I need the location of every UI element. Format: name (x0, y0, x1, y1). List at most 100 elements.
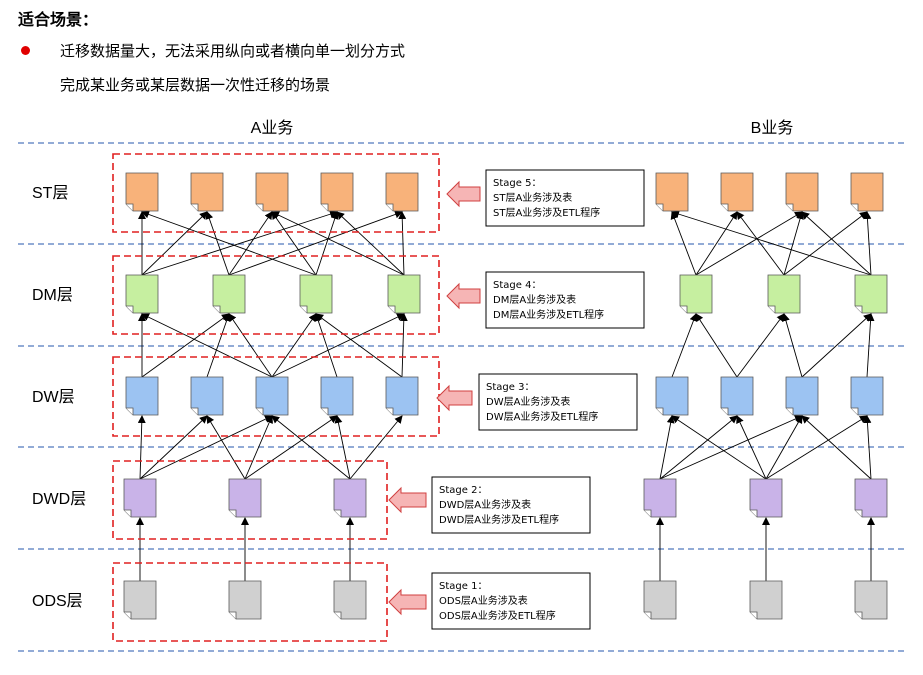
table-node-dm (299, 274, 333, 314)
table-node-ods (123, 580, 157, 620)
stage-line1: DM层A业务涉及表 (493, 293, 576, 306)
table-node-st (190, 172, 224, 212)
stage-arrow-st (446, 180, 481, 208)
table-node-st (785, 172, 819, 212)
lineage-edge (139, 415, 208, 480)
layer-label-ods: ODS层 (32, 593, 83, 610)
lineage-edge (141, 211, 208, 276)
stage-line2: ST层A业务涉及ETL程序 (493, 206, 600, 219)
business-a-title: A业务 (251, 119, 294, 137)
lineage-edge (866, 313, 875, 378)
table-node-dwd (123, 478, 157, 518)
stage-arrow-ods (388, 588, 427, 616)
lineage-edge (271, 313, 317, 378)
stage-selection-box-dwd (112, 460, 388, 540)
lineage-edge (141, 313, 273, 378)
lineage-edge (736, 211, 785, 276)
table-node-dw (385, 376, 419, 416)
table-node-ods (749, 580, 783, 620)
stage-line1: DWD层A业务涉及表 (439, 498, 531, 511)
lineage-edge (801, 211, 872, 276)
table-node-st (655, 172, 689, 212)
lineage-edge (659, 415, 738, 480)
lineage-edge (271, 313, 405, 378)
table-node-dw (190, 376, 224, 416)
lineage-edge (141, 210, 338, 276)
layer-label-dm: DM层 (32, 287, 73, 304)
lineage-edge (141, 313, 230, 378)
stage-arrow-dwd (388, 486, 427, 514)
table-node-st (320, 172, 354, 212)
lineage-edge (271, 415, 351, 480)
stage-line1: DW层A业务涉及表 (486, 395, 570, 408)
table-node-ods (643, 580, 677, 620)
stage-arrow-dm (446, 282, 481, 310)
stage-arrow-dw (436, 384, 473, 412)
lineage-edge (398, 211, 407, 276)
lineage-edge (736, 313, 785, 378)
table-node-dm (387, 274, 421, 314)
stage-selection-box-ods (112, 562, 388, 642)
table-node-dwd (854, 478, 888, 518)
business-b-title: B业务 (751, 119, 794, 137)
lineage-edge (801, 313, 872, 378)
lineage-edge (205, 211, 230, 276)
layer-label-dw: DW层 (32, 389, 75, 406)
table-node-st (850, 172, 884, 212)
bullet-line-2: 完成某业务或某层数据一次性迁移的场景 (60, 76, 331, 94)
stage-line1: ST层A业务涉及表 (493, 191, 572, 204)
table-node-dw (720, 376, 754, 416)
layer-label-st: ST层 (32, 185, 68, 202)
table-node-ods (854, 580, 888, 620)
lineage-edge (659, 415, 675, 480)
stage-line2: DW层A业务涉及ETL程序 (486, 410, 598, 423)
lineage-edge (670, 211, 697, 276)
lineage-edge (314, 313, 338, 378)
lineage-edge (141, 210, 317, 276)
table-node-dm (767, 274, 801, 314)
stage-selection-box-dm (112, 255, 440, 335)
lineage-edge (244, 415, 338, 480)
bullet-icon (21, 46, 30, 55)
lineage-edge (315, 211, 339, 276)
stage-box-dw: Stage 3： DW层A业务涉及表 DW层A业务涉及ETL程序 (478, 373, 638, 431)
lineage-edge (315, 313, 403, 378)
stage-title: Stage 2： (439, 485, 487, 496)
lineage-edge (349, 415, 403, 480)
lineage-edge (336, 211, 405, 276)
table-node-st (720, 172, 754, 212)
table-node-st (255, 172, 289, 212)
lineage-edge (206, 313, 231, 378)
lineage-edge (782, 313, 803, 378)
stage-title: Stage 3： (486, 382, 534, 393)
lineage-edge (139, 415, 273, 480)
lineage-edge (695, 313, 738, 378)
table-node-dw (850, 376, 884, 416)
lineage-edge (244, 415, 273, 480)
layer-label-dwd: DWD层 (32, 491, 86, 508)
table-node-dm (679, 274, 713, 314)
lineage-edge (783, 211, 804, 276)
lineage-edge (271, 211, 405, 276)
lineage-edge (801, 415, 872, 480)
table-node-dm (212, 274, 246, 314)
stage-title: Stage 1： (439, 581, 487, 592)
stage-line2: DM层A业务涉及ETL程序 (493, 308, 604, 321)
lineage-edge (783, 211, 868, 276)
table-node-dw (255, 376, 289, 416)
lineage-edge (671, 415, 767, 480)
table-node-ods (228, 580, 262, 620)
table-node-dw (785, 376, 819, 416)
bullet-line-1: 迁移数据量大，无法采用纵向或者横向单一划分方式 (60, 42, 406, 60)
lineage-edge (228, 210, 403, 276)
table-node-dm (125, 274, 159, 314)
lineage-edge (671, 313, 698, 378)
lineage-edge (228, 313, 273, 378)
lineage-edge (228, 211, 273, 276)
lineage-edge (671, 210, 872, 276)
stage-selection-box-st (112, 153, 440, 233)
